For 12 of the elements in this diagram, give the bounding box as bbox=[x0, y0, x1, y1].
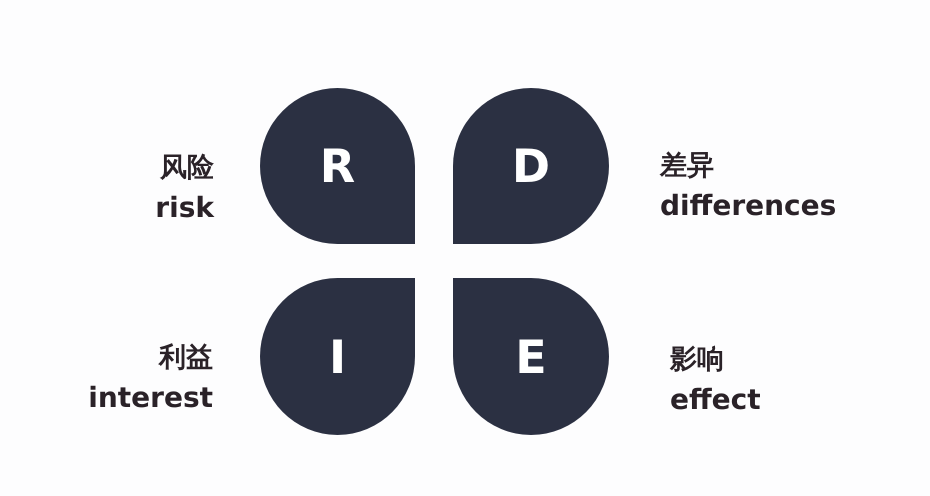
side-label: 风险 bbox=[160, 151, 214, 185]
side-label: effect bbox=[670, 382, 761, 418]
petal-letter: E bbox=[515, 334, 547, 380]
petal-letter: I bbox=[328, 334, 346, 380]
side-label: 差异 bbox=[660, 149, 714, 183]
petal-letter: D bbox=[512, 143, 550, 189]
side-label: differences bbox=[660, 188, 836, 224]
side-label: 影响 bbox=[670, 343, 724, 377]
side-label: interest bbox=[88, 380, 213, 416]
side-label: 利益 bbox=[159, 341, 213, 375]
petal-letter: R bbox=[320, 143, 356, 189]
side-label: risk bbox=[155, 190, 214, 226]
